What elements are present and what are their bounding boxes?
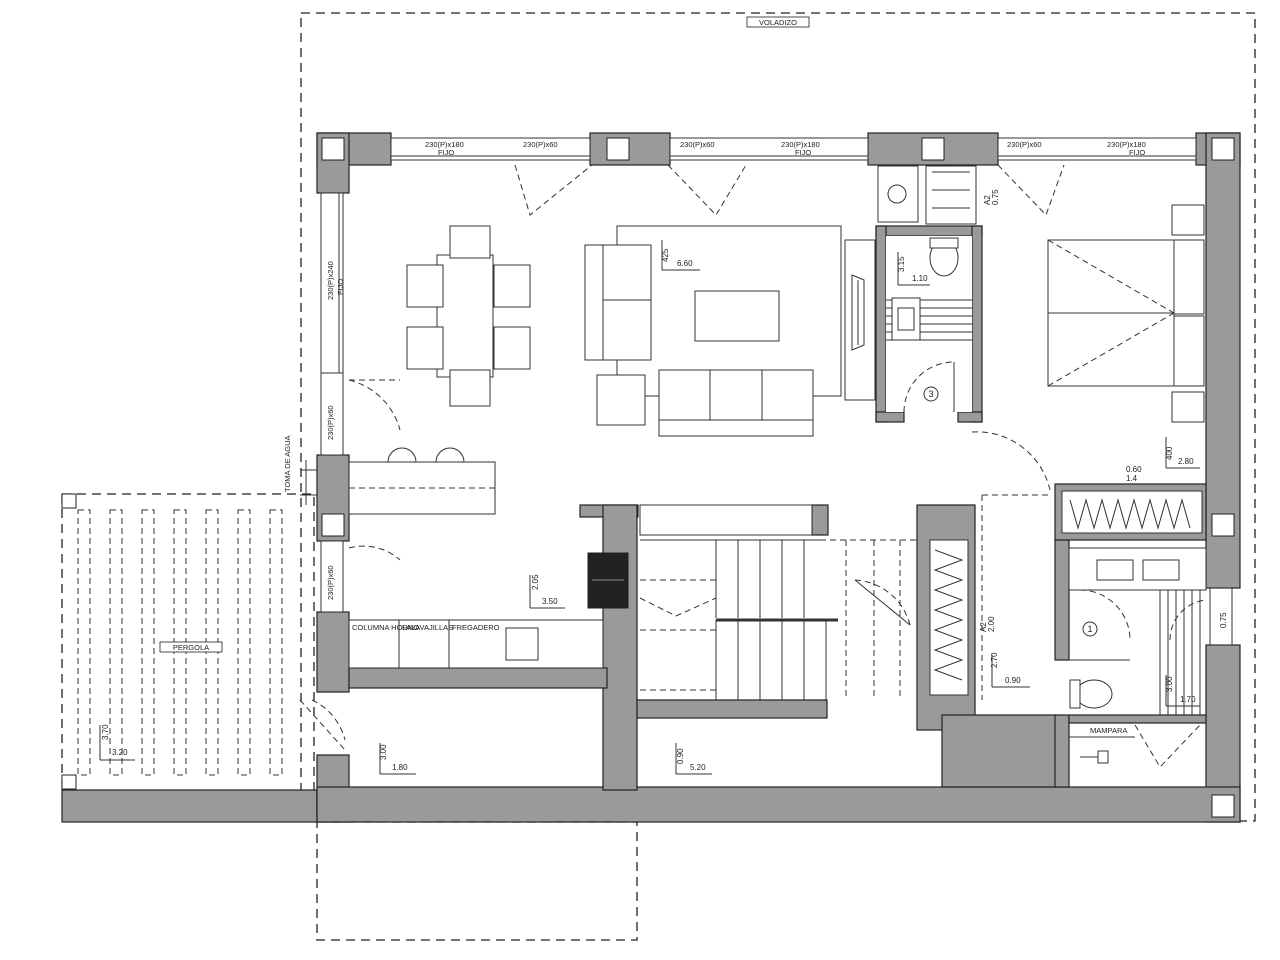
shower-tap-icon — [1097, 750, 1109, 764]
pergola-dim-b: 3.20 — [112, 748, 128, 757]
pergola-slats — [77, 509, 283, 776]
wall-right-top — [1205, 132, 1241, 589]
window-top-5: 230(P)x60 — [1007, 140, 1042, 149]
kitchen-counter — [348, 619, 604, 669]
nightstand-top — [1171, 204, 1205, 236]
bath1-dim-a: 3.00 — [1165, 676, 1174, 692]
stool-2 — [435, 447, 465, 463]
window-top-3: 230(P)x60 — [680, 140, 715, 149]
armchair — [596, 374, 646, 426]
stair-dashed — [639, 539, 918, 700]
top-windows — [390, 137, 1197, 161]
wall-bath1-bottom — [1054, 714, 1070, 788]
stool-1 — [387, 447, 417, 463]
wardrobe2-dim-a: A2 — [979, 622, 988, 632]
bed-dim-a: 400 — [1165, 446, 1174, 460]
appliance-2: LAVAVAJILLAS — [402, 623, 453, 632]
store-dim-a: 3.00 — [379, 744, 388, 760]
appliance-1: COLUMNA HORNO — [352, 623, 419, 632]
left-windows — [320, 192, 344, 613]
window-top-2: 230(P)x60 — [523, 140, 558, 149]
window-top-6-fijo: FIJO — [1129, 148, 1145, 157]
wall-stair-right — [811, 504, 829, 536]
laundry-dim-a: 0.90 — [676, 748, 685, 764]
closet-dim-a: A2 — [983, 195, 992, 205]
bath1-vanity — [1068, 547, 1207, 591]
wall-bath1-mid — [1068, 714, 1207, 724]
wall-bath3-outline — [875, 225, 983, 237]
bath1-dim-b: 1.70 — [1180, 695, 1196, 704]
porch-outline — [316, 821, 638, 941]
bath3-dim-a: 3.15 — [897, 256, 906, 272]
living-dim-a: 425 — [661, 248, 670, 262]
nightstand-bottom — [1171, 391, 1205, 423]
kitchen-sink-icon — [505, 627, 539, 661]
kitchen-dim-a: 2.05 — [531, 574, 540, 590]
bath1-tiles — [1159, 590, 1201, 715]
window-top-4: 230(P)x180 — [781, 140, 820, 149]
svg-text:1: 1 — [1087, 624, 1092, 634]
toma-agua-label: TOMA DE AGUA — [283, 435, 292, 492]
wall-top-2 — [589, 132, 671, 166]
bath3-dim-b: 1.10 — [912, 274, 928, 283]
bath1-tag — [1082, 621, 1098, 637]
dining-chairs — [406, 225, 531, 407]
voladizo-label: VOLADIZO — [759, 18, 797, 27]
store-dim-b: 1.80 — [392, 763, 408, 772]
laundry-dim-b: 5.20 — [690, 763, 706, 772]
hall-doors — [971, 431, 1051, 700]
wall-stair-column — [602, 504, 638, 791]
window-left-2: 230(P)x60 — [326, 405, 335, 440]
appliance-3: FREGADERO — [452, 623, 500, 632]
sofa-bottom — [658, 369, 814, 437]
bath1-toilet-icon — [1075, 679, 1113, 709]
wall-laundry-top — [941, 714, 1058, 788]
closet-dim-b: 0.75 — [991, 189, 1000, 205]
side-window-dim: 0.75 — [1219, 612, 1228, 628]
living-dim-b: 6.60 — [677, 259, 693, 268]
window-left-1: 230(P)x240 — [326, 261, 335, 300]
window-left-1-fijo: FIJO — [336, 279, 345, 295]
pergola-post-bottom — [61, 774, 77, 790]
voladizo-label-box — [746, 16, 810, 28]
window-top-6: 230(P)x180 — [1107, 140, 1146, 149]
svg-text:3: 3 — [928, 389, 933, 399]
window-top-1-fijo: FIJO — [438, 148, 454, 157]
bed-dim-b: 2.80 — [1178, 457, 1194, 466]
kitchen-dim-b: 3.50 — [542, 597, 558, 606]
mampara-door — [1134, 724, 1201, 768]
closet-top — [925, 165, 977, 225]
staircase — [639, 504, 838, 700]
wall-bath1-left — [1054, 539, 1070, 661]
dining-table — [436, 254, 494, 378]
pergola-post-left — [61, 493, 77, 509]
wardrobe-dim-b: 1.4 — [1126, 474, 1138, 483]
top-doors — [514, 164, 1065, 216]
pergola-slab — [61, 789, 318, 823]
right-window — [1209, 587, 1233, 646]
pergola-label-box — [159, 641, 223, 653]
hall-dim-b: 0.90 — [1005, 676, 1021, 685]
window-left-3: 230(P)x60 — [326, 565, 335, 600]
pergola-label: PERGOLA — [173, 643, 209, 652]
bed-pillows — [1173, 239, 1205, 387]
wardrobe2-dim-b: 2.00 — [987, 616, 996, 632]
wall-stair-bottom — [636, 699, 828, 719]
pergola-dim-a: 3.70 — [101, 724, 110, 740]
coffee-table — [694, 290, 780, 342]
bath3-tag — [923, 386, 939, 402]
wardrobe-dim-a: 0.60 — [1126, 465, 1142, 474]
window-top-1: 230(P)x180 — [425, 140, 464, 149]
window-top-4-fijo: FIJO — [795, 148, 811, 157]
left-doors — [299, 379, 401, 751]
hall-wardrobe — [929, 539, 969, 696]
wall-kitchen-bottom — [348, 667, 608, 689]
wall-left-low — [316, 611, 350, 693]
wall-bottom — [316, 786, 1241, 823]
hall-dim-a: 2.70 — [990, 652, 999, 668]
mampara-label: MAMPARA — [1090, 726, 1127, 735]
sofa-left — [584, 244, 652, 361]
